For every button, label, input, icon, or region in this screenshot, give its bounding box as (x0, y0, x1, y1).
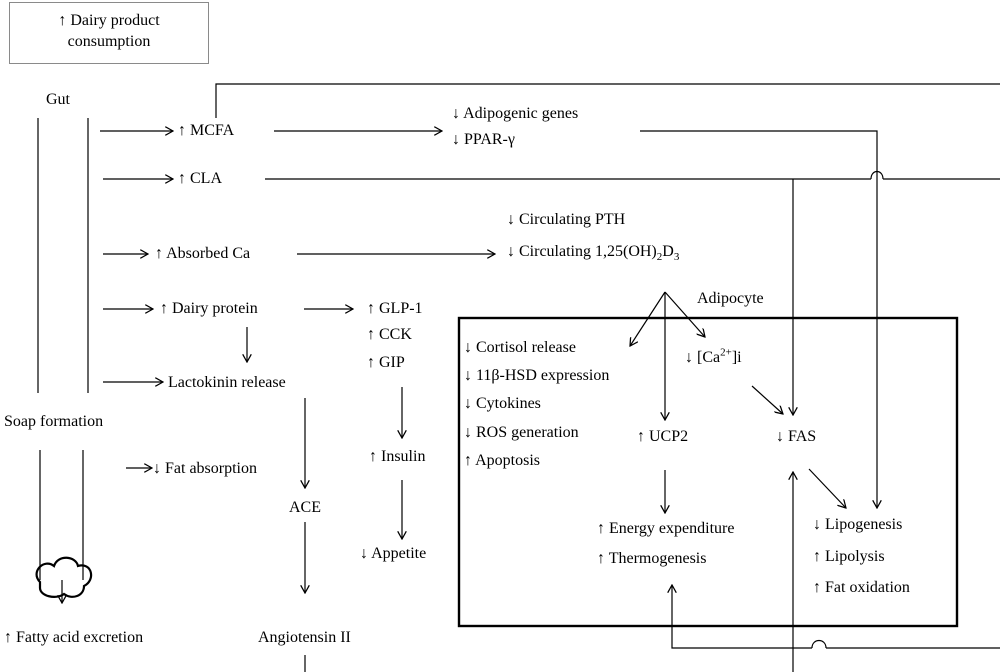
arrow-to-cortisol (630, 291, 666, 346)
absorbed-ca-label: ↑ Absorbed Ca (155, 245, 251, 262)
glp1-label: ↑ GLP-1 (367, 300, 423, 317)
arrow-to-ca-i (664, 291, 705, 337)
dairy-protein-label: ↑ Dairy protein (160, 300, 258, 317)
adipocyte-effect-3: ↓ Cytokines (464, 395, 541, 412)
ca-i-prefix: ↓ [Ca (685, 349, 721, 366)
dairy-consumption-box: ↑ Dairy product consumption (9, 2, 209, 64)
cla-label: ↑ CLA (178, 170, 222, 187)
arrow-cai-fas (751, 385, 783, 414)
adipocyte-effect-1: ↓ Cortisol release (464, 339, 576, 356)
dairy-consumption-line2: consumption (67, 33, 151, 50)
gip-label: ↑ GIP (367, 354, 405, 371)
fat-oxidation-label: ↑ Fat oxidation (813, 579, 910, 596)
ca-i-suffix: ]i (731, 349, 742, 366)
ca-i-sup: 2+ (720, 346, 732, 359)
lipolysis-label: ↑ Lipolysis (813, 548, 885, 565)
arrow-fas-lipogenesis (808, 468, 846, 508)
angiotensin-ii-label: Angiotensin II (258, 629, 351, 646)
cloud-shape (35, 556, 93, 598)
ca-i-label: ↓ [Ca2+]i (685, 346, 742, 368)
fas-label: ↓ FAS (776, 428, 817, 445)
adipocyte-effect-4: ↓ ROS generation (464, 424, 579, 441)
adipogenic-genes-label: ↓ Adipogenic genes (452, 105, 579, 122)
gut-label: Gut (46, 91, 70, 108)
line-return-bridge (811, 639, 827, 649)
adipocyte-box (457, 316, 959, 628)
energy-expenditure-label: ↑ Energy expenditure (597, 520, 735, 537)
ace-label: ACE (289, 499, 321, 516)
soap-formation-label: Soap formation (4, 413, 104, 430)
appetite-label: ↓ Appetite (360, 545, 427, 562)
lipogenesis-label: ↓ Lipogenesis (813, 516, 903, 533)
circulating-pth-label: ↓ Circulating PTH (507, 211, 626, 228)
insulin-label: ↑ Insulin (369, 448, 426, 465)
adipocyte-effect-2: ↓ 11β-HSD expression (464, 367, 610, 384)
cck-label: ↑ CCK (367, 326, 412, 343)
circulating-vitd-mid: D (662, 243, 674, 260)
line-return-thermogenesis-2 (672, 585, 812, 649)
ppar-gamma-label: ↓ PPAR-γ (452, 131, 515, 148)
adipocyte-effect-5: ↑ Apoptosis (464, 452, 541, 469)
ucp2-label: ↑ UCP2 (637, 428, 689, 445)
lactokinin-release-label: Lactokinin release (168, 374, 286, 391)
line-cla-bridge (870, 170, 884, 180)
fatty-acid-excretion-label: ↑ Fatty acid excretion (4, 629, 144, 646)
line-adipogenic-lipogenesis (640, 130, 877, 508)
fat-absorption-label: ↓ Fat absorption (153, 460, 257, 477)
dairy-consumption-line1: ↑ Dairy product (58, 12, 160, 29)
adipocyte-label: Adipocyte (697, 290, 764, 307)
circulating-vitd-prefix: ↓ Circulating 1,25(OH) (507, 243, 657, 260)
thermogenesis-label: ↑ Thermogenesis (597, 550, 707, 567)
mcfa-label: ↑ MCFA (178, 122, 235, 139)
circulating-vitd-sub1: 2 (656, 251, 663, 264)
circulating-vitd-label: ↓ Circulating 1,25(OH)2D3 (507, 242, 680, 264)
circulating-vitd-sub2: 3 (673, 251, 680, 264)
line-mcfa-loop (215, 83, 1000, 118)
